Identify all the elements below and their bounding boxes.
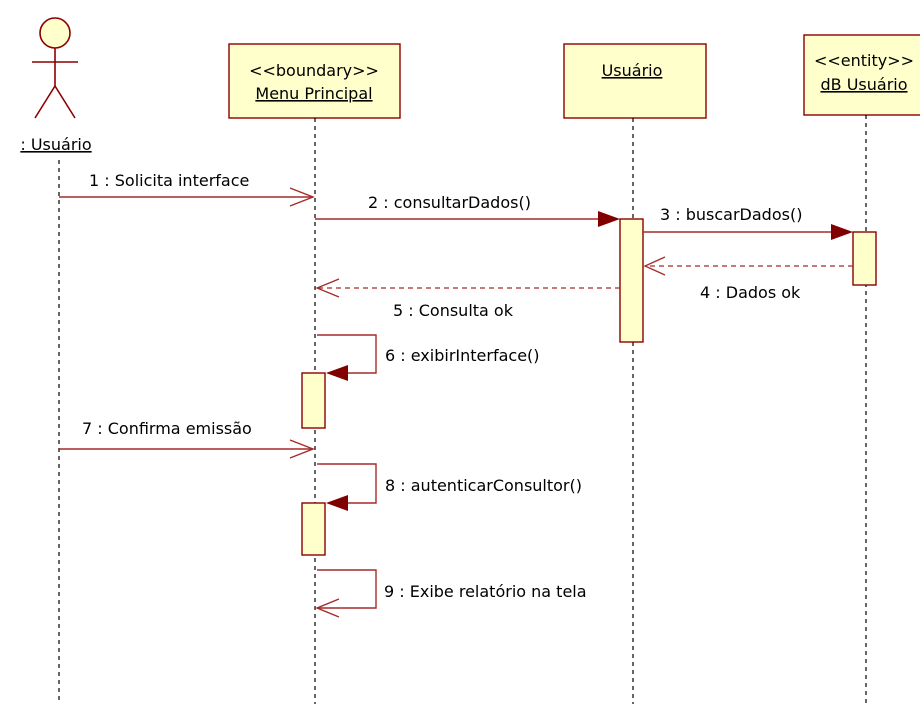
message-4: 4 : Dados ok: [643, 256, 853, 302]
activation-bar-menu-1: [301, 372, 326, 429]
message-label-3: 3 : buscarDados(): [660, 205, 802, 224]
actor-head-icon: [39, 17, 71, 49]
filled-arrowhead-icon: [326, 495, 348, 511]
activation-bars: [301, 218, 877, 556]
filled-arrowhead-icon: [831, 224, 853, 240]
message-7: 7 : Confirma emissão: [59, 419, 315, 459]
lifeline-stereotype-db: <<entity>>: [814, 51, 914, 70]
actor-figure: [32, 17, 78, 119]
open-arrowhead-icon: [315, 278, 340, 298]
message-8: 8 : autenticarConsultor(): [317, 463, 582, 511]
actor-name: : Usuário: [20, 135, 91, 154]
open-arrowhead-icon: [289, 439, 315, 459]
activation-bar-db: [852, 231, 877, 286]
message-label-2: 2 : consultarDados(): [368, 193, 531, 212]
message-label-1: 1 : Solicita interface: [89, 171, 249, 190]
message-2: 2 : consultarDados(): [315, 193, 620, 227]
activation-bar-menu-2: [301, 502, 326, 556]
filled-arrowhead-icon: [326, 365, 348, 381]
message-label-8: 8 : autenticarConsultor(): [385, 476, 582, 495]
lifeline-name-menu: Menu Principal: [255, 84, 372, 103]
lifeline-stereotype-menu: <<boundary>>: [249, 61, 379, 80]
lifeline-name-db: dB Usuário: [820, 75, 907, 94]
open-arrowhead-icon: [315, 598, 340, 618]
message-label-9: 9 : Exibe relatório na tela: [384, 582, 587, 601]
message-5: 5 : Consulta ok: [315, 278, 620, 320]
message-label-7: 7 : Confirma emissão: [82, 419, 252, 438]
lifeline-lines: [58, 115, 867, 704]
message-label-6: 6 : exibirInterface(): [385, 346, 540, 365]
message-label-4: 4 : Dados ok: [700, 283, 801, 302]
filled-arrowhead-icon: [598, 211, 620, 227]
message-3: 3 : buscarDados(): [643, 205, 853, 240]
message-6: 6 : exibirInterface(): [317, 334, 540, 381]
open-arrowhead-icon: [289, 187, 315, 207]
lifeline-head-menu: [228, 43, 401, 119]
message-label-5: 5 : Consulta ok: [393, 301, 514, 320]
lifeline-head-usuario: [563, 43, 707, 119]
open-arrowhead-icon: [643, 256, 666, 276]
lifeline-name-usuario: Usuário: [602, 61, 663, 80]
lifeline-head-db: [803, 34, 920, 116]
activation-bar-usuario: [619, 218, 644, 343]
message-9: 9 : Exibe relatório na tela: [315, 569, 587, 618]
message-1: 1 : Solicita interface: [59, 171, 315, 207]
